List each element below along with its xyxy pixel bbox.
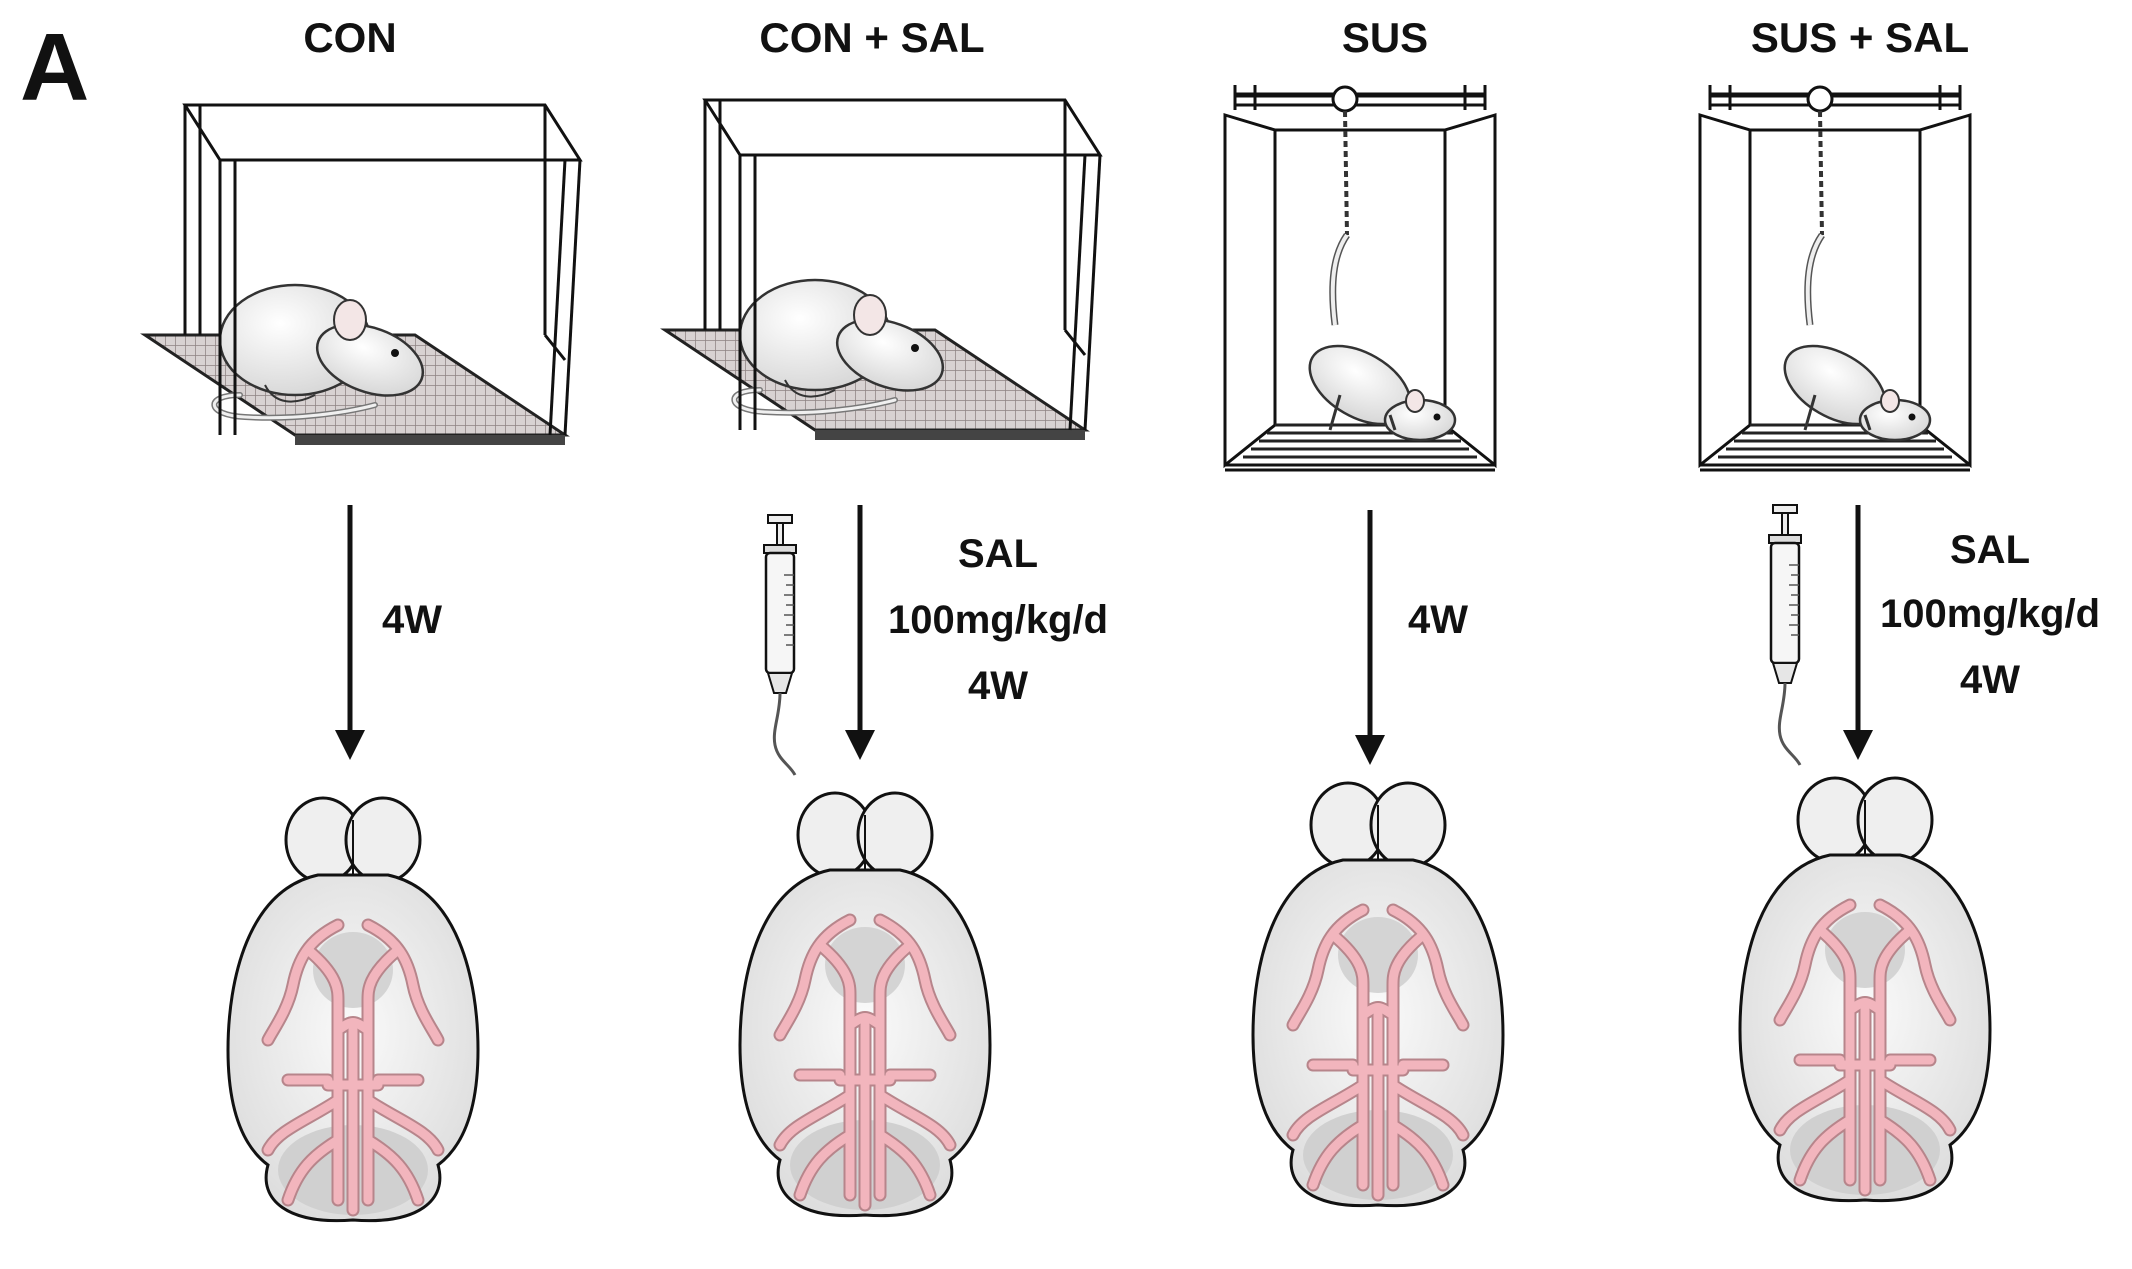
- group-title-sus-sal: SUS + SAL: [1750, 14, 1970, 61]
- duration-label-con: 4W: [382, 598, 442, 642]
- box-cage-con: [145, 105, 605, 475]
- group-title-con-sal: CON + SAL: [759, 14, 985, 61]
- dose-label-sus-sal: 100mg/kg/d: [1879, 592, 2101, 636]
- brain-sus-sal: [1740, 780, 2000, 1220]
- arrow-con-sal: [845, 505, 875, 760]
- dose-label-con-sal: 100mg/kg/d: [887, 598, 1109, 642]
- duration-label-sus: 4W: [1408, 598, 1468, 642]
- brain-sus: [1253, 785, 1513, 1225]
- arrow-sus: [1355, 510, 1385, 765]
- box-cage-con-sal: [665, 100, 1125, 470]
- suspension-cage-sus-sal: [1690, 85, 1990, 485]
- duration-label-con-sal: 4W: [968, 664, 1028, 708]
- syringe-con-sal: [762, 513, 798, 777]
- duration-label-sus-sal: 4W: [1960, 658, 2020, 702]
- brain-con-sal: [740, 795, 1000, 1235]
- group-title-con: CON: [303, 14, 397, 61]
- panel-label: A: [20, 14, 90, 121]
- suspension-cage-sus: [1215, 85, 1515, 485]
- arrow-sus-sal: [1843, 505, 1873, 760]
- brain-con: [228, 800, 488, 1240]
- arrow-con: [335, 505, 365, 760]
- drug-label-sus-sal: SAL: [1950, 528, 2030, 572]
- drug-label-con-sal: SAL: [958, 532, 1038, 576]
- group-title-sus: SUS: [1341, 14, 1429, 61]
- syringe-sus-sal: [1767, 503, 1803, 767]
